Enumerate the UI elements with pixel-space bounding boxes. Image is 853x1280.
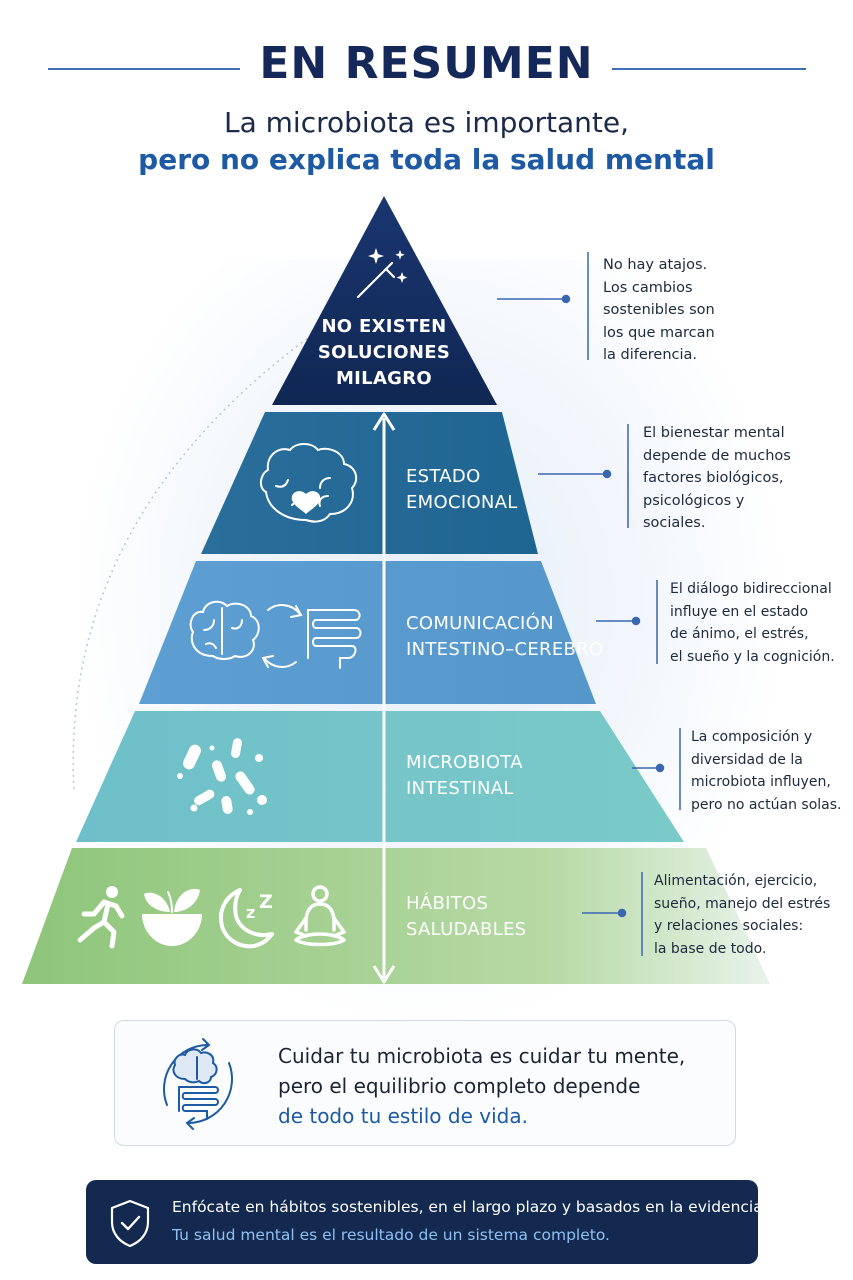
bacteria-icon xyxy=(177,738,267,815)
tier-microbiota-label: MICROBIOTA INTESTINAL xyxy=(406,752,523,799)
moon-sleep-icon: z Z xyxy=(219,888,274,949)
tier-emocional-label: ESTADO EMOCIONAL xyxy=(406,466,518,513)
page-title: EN RESUMEN xyxy=(259,38,594,89)
tier-habitos xyxy=(22,848,770,984)
tier-milagro-label: NO EXISTEN SOLUCIONES MILAGRO xyxy=(317,316,451,389)
svg-text:z: z xyxy=(246,903,255,922)
description-habitos: Alimentación, ejercicio, sueño, manejo d… xyxy=(654,873,831,957)
brain-gut-cycle-icon xyxy=(189,600,362,669)
banner-line-2: Tu salud mental es el resultado de un si… xyxy=(172,1226,610,1244)
subtitle-line-2: pero no explica toda la salud mental xyxy=(138,143,715,176)
summary-callout: Cuidar tu microbiota es cuidar tu mente,… xyxy=(114,1020,736,1146)
title-row: EN RESUMEN xyxy=(0,36,853,100)
shield-check-icon xyxy=(110,1199,150,1248)
tier-comunicacion xyxy=(139,561,596,704)
description-milagro: No hay atajos. Los cambios sostenibles s… xyxy=(603,257,715,363)
svg-text:Z: Z xyxy=(259,891,273,913)
callout-text: Cuidar tu microbiota es cuidar tu mente,… xyxy=(278,1044,686,1128)
brain-gut-cycle-icon xyxy=(162,1038,234,1130)
meditation-icon xyxy=(294,885,346,947)
running-person-icon xyxy=(77,886,125,949)
description-microbiota: La composición y diversidad de la microb… xyxy=(691,729,842,813)
magic-wand-icon xyxy=(356,248,408,299)
banner-line-1: Enfócate en hábitos sostenibles, en el l… xyxy=(172,1198,768,1216)
description-emocional: El bienestar mental depende de muchos fa… xyxy=(643,425,791,531)
tier-emocional xyxy=(201,412,538,554)
tier-milagro xyxy=(272,196,497,405)
tier-habitos-label: HÁBITOS SALUDABLES xyxy=(406,893,527,940)
central-arrow xyxy=(372,412,396,984)
description-comunicacion: El diálogo bidireccional influye en el e… xyxy=(670,581,835,665)
brain-heart-icon xyxy=(260,443,358,523)
title-rule-right xyxy=(612,68,806,70)
habits-icons: z Z xyxy=(77,885,346,949)
bowl-plant-icon xyxy=(142,888,202,946)
title-rule-left xyxy=(48,68,240,70)
tier-comunicacion-label: COMUNICACIÓN INTESTINO–CEREBRO xyxy=(406,613,604,660)
bottom-banner: Enfócate en hábitos sostenibles, en el l… xyxy=(86,1180,768,1264)
subtitle-line-1: La microbiota es importante, xyxy=(223,106,630,139)
